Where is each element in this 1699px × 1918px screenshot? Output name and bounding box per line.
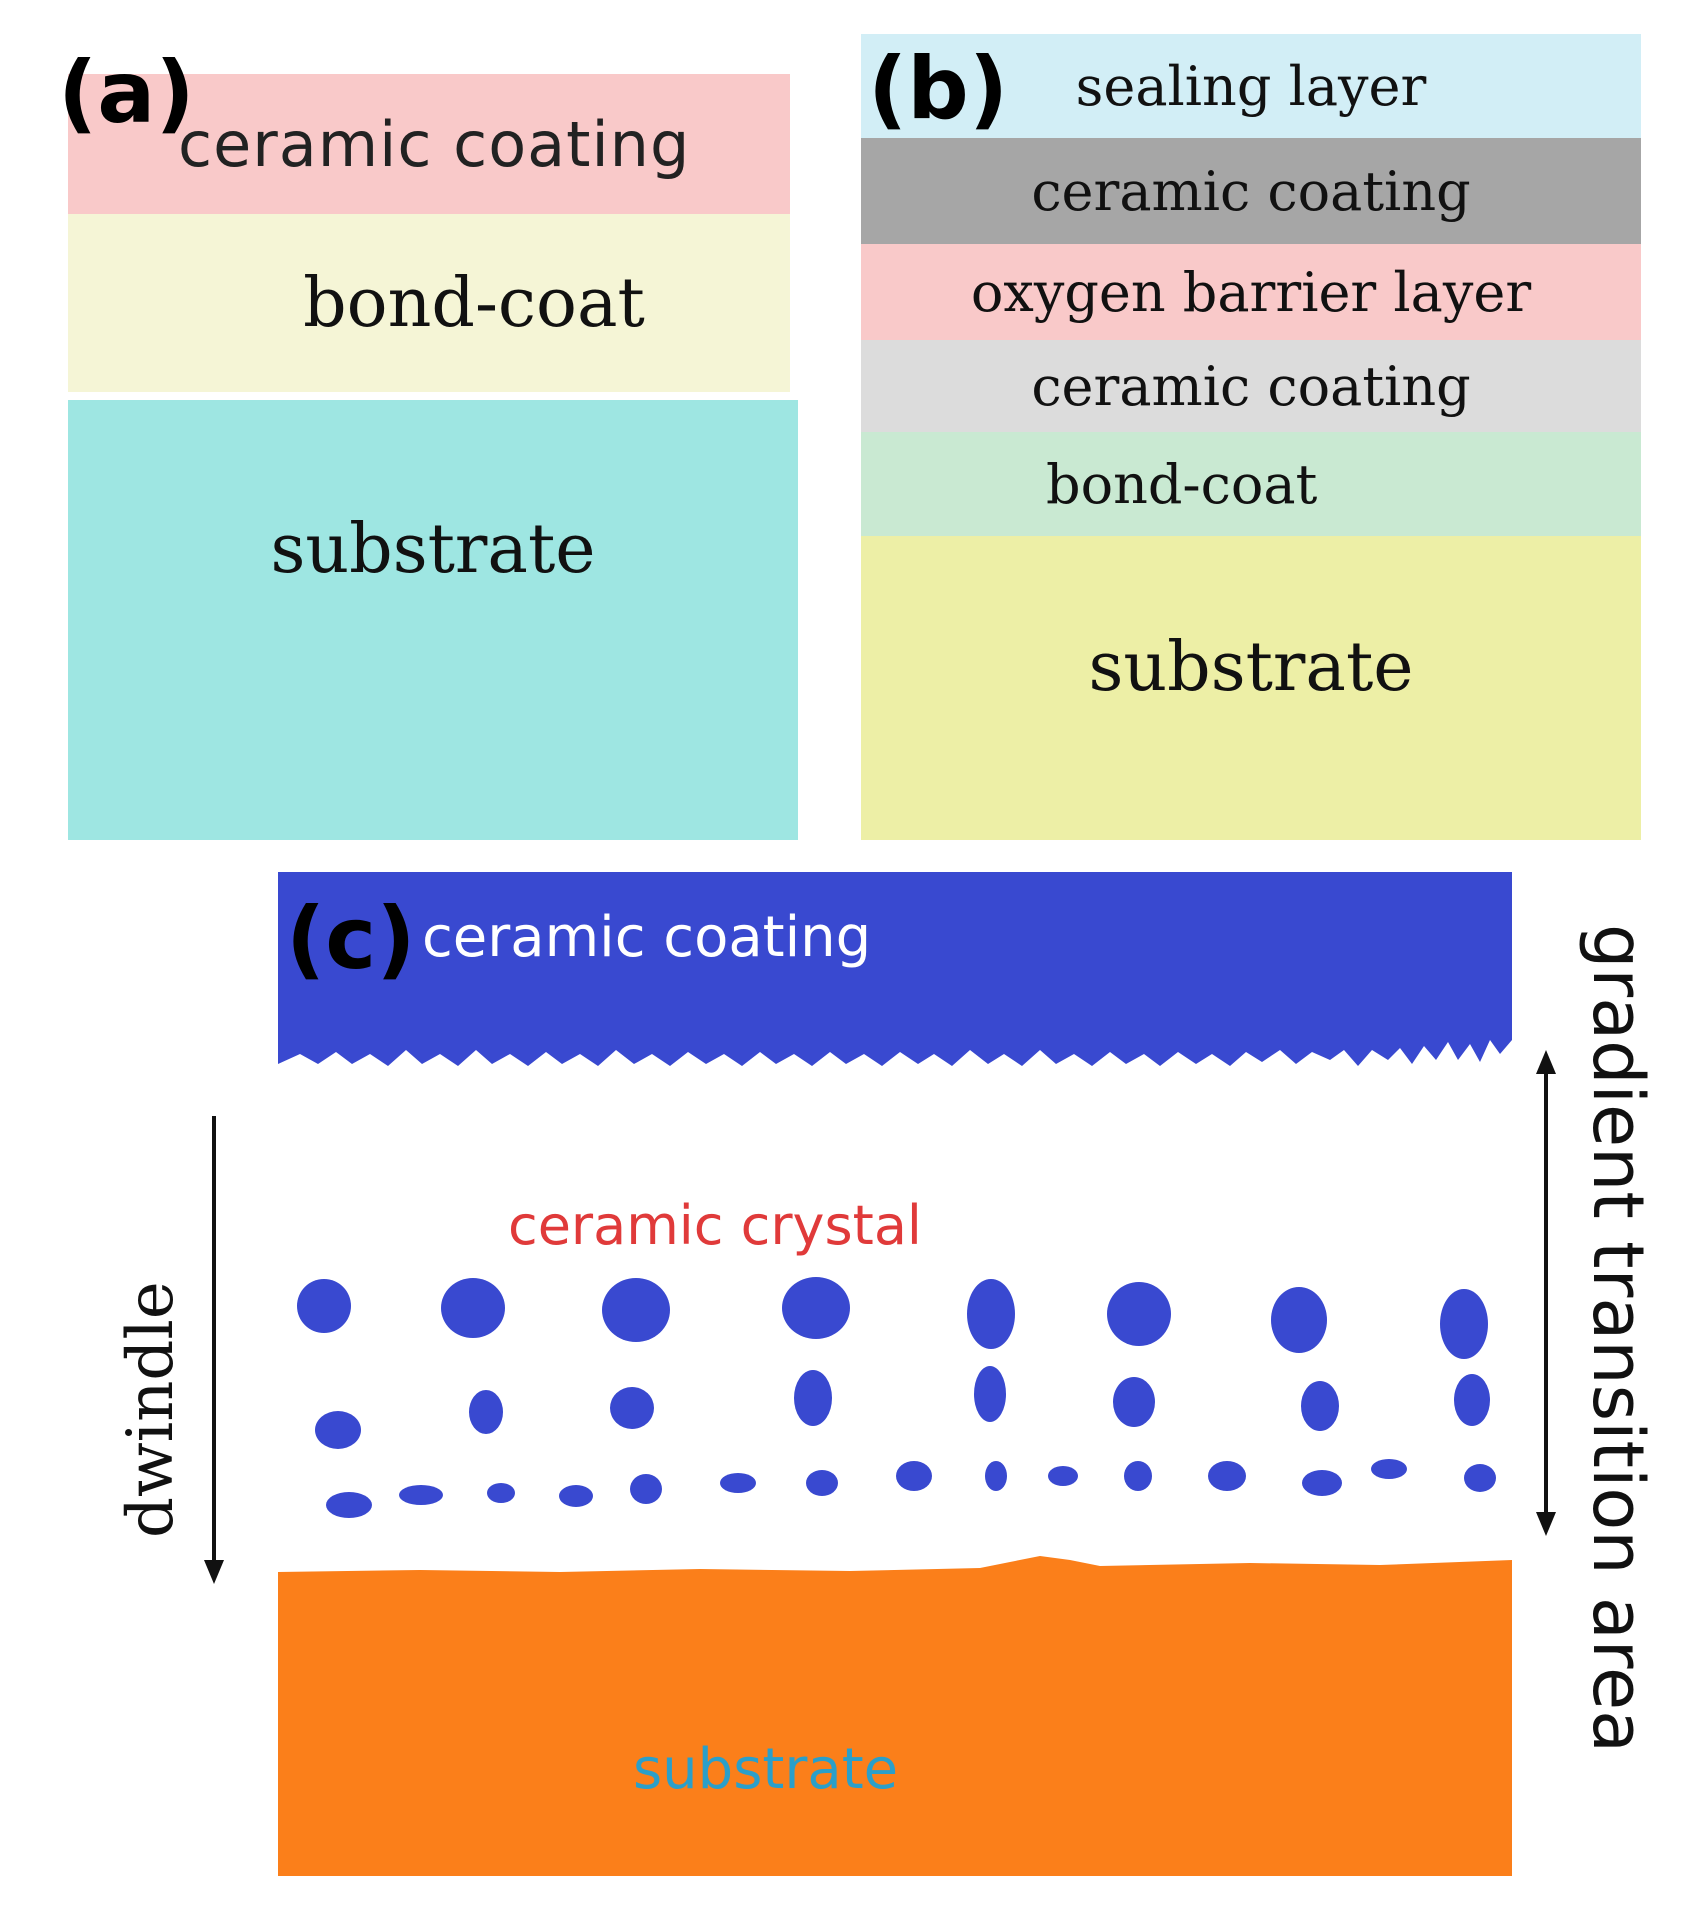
ceramic-crystal xyxy=(469,1390,503,1434)
panel-c-crystals-row-1 xyxy=(297,1277,1488,1359)
ceramic-crystal xyxy=(967,1279,1015,1349)
ceramic-crystal xyxy=(602,1278,670,1342)
panel-a-bond-coat-layer: bond-coat xyxy=(68,214,790,392)
panel-a-ceramic-coating-layer: ceramic coating xyxy=(68,74,790,214)
panel-c-substrate-layer xyxy=(278,1556,1512,1876)
panel-b-oxygen-barrier-label: oxygen barrier layer xyxy=(970,260,1532,324)
panel-a-ceramic-coating-label: ceramic coating xyxy=(178,107,691,181)
panel-b-substrate-label: substrate xyxy=(1088,628,1414,707)
panel-a-label: (a) xyxy=(58,43,195,143)
ceramic-crystal xyxy=(782,1277,850,1339)
ceramic-crystal xyxy=(610,1387,654,1429)
panel-b-sealing-layer-label: sealing layer xyxy=(1075,54,1427,118)
ceramic-crystal xyxy=(315,1411,361,1449)
panel-c-label: (c) xyxy=(286,889,416,989)
panel-a-substrate-layer: substrate xyxy=(68,400,798,840)
ceramic-crystal xyxy=(441,1278,505,1338)
dwindle-label: dwindle xyxy=(114,1281,188,1538)
ceramic-crystal xyxy=(1464,1464,1496,1492)
ceramic-crystal xyxy=(630,1474,662,1504)
panel-c-substrate-label: substrate xyxy=(633,1737,898,1802)
dwindle-arrow xyxy=(204,1116,224,1584)
ceramic-crystal xyxy=(1113,1377,1155,1427)
panel-b-ceramic-coating-label-upper: ceramic coating xyxy=(1031,159,1471,223)
ceramic-crystal xyxy=(1124,1461,1152,1491)
panel-b-ceramic-coating-label-lower: ceramic coating xyxy=(1031,354,1471,418)
ceramic-crystal xyxy=(720,1473,756,1493)
panel-c-crystals-row-3 xyxy=(326,1459,1496,1518)
panel-c-ceramic-coating-label: ceramic coating xyxy=(422,905,871,970)
gradient-transition-area-label: gradient transition area xyxy=(1577,924,1659,1753)
ceramic-crystal xyxy=(559,1485,593,1507)
panel-c-crystals-row-2 xyxy=(315,1366,1490,1449)
panel-b-sealing-layer: sealing layer xyxy=(861,34,1641,138)
ceramic-crystal xyxy=(1048,1466,1078,1486)
ceramic-crystal xyxy=(297,1279,351,1333)
ceramic-crystal xyxy=(1440,1289,1488,1359)
ceramic-crystal xyxy=(326,1492,372,1518)
ceramic-crystal xyxy=(1371,1459,1407,1479)
ceramic-crystal xyxy=(985,1461,1007,1491)
panel-c-ceramic-crystal-label: ceramic crystal xyxy=(508,1194,922,1257)
ceramic-crystal xyxy=(806,1470,838,1496)
panel-c-ceramic-coating-layer xyxy=(278,872,1512,1066)
ceramic-crystal xyxy=(1271,1287,1327,1353)
ceramic-crystal xyxy=(1107,1282,1171,1346)
ceramic-crystal xyxy=(487,1483,515,1503)
ceramic-crystal xyxy=(974,1366,1006,1422)
panel-b-bond-coat-label: bond-coat xyxy=(1046,452,1318,516)
panel-b-ceramic-coating-layer-upper: ceramic coating xyxy=(861,138,1641,244)
ceramic-crystal xyxy=(1301,1381,1339,1431)
panel-b-oxygen-barrier-layer: oxygen barrier layer xyxy=(861,244,1641,340)
gradient-transition-double-arrow xyxy=(1536,1050,1556,1536)
ceramic-crystal xyxy=(896,1461,932,1491)
ceramic-crystal xyxy=(794,1370,832,1426)
ceramic-crystal xyxy=(1454,1374,1490,1426)
panel-b-substrate-layer: substrate xyxy=(861,536,1641,840)
panel-b-label: (b) xyxy=(868,39,1009,139)
panel-a-substrate-label: substrate xyxy=(270,510,596,589)
panel-b-ceramic-coating-layer-lower: ceramic coating xyxy=(861,340,1641,432)
ceramic-crystal xyxy=(1302,1470,1342,1496)
ceramic-crystal xyxy=(399,1485,443,1505)
panel-b-bond-coat-layer: bond-coat xyxy=(861,432,1641,536)
panel-a-bond-coat-label: bond-coat xyxy=(303,263,645,343)
ceramic-crystal xyxy=(1208,1461,1246,1491)
